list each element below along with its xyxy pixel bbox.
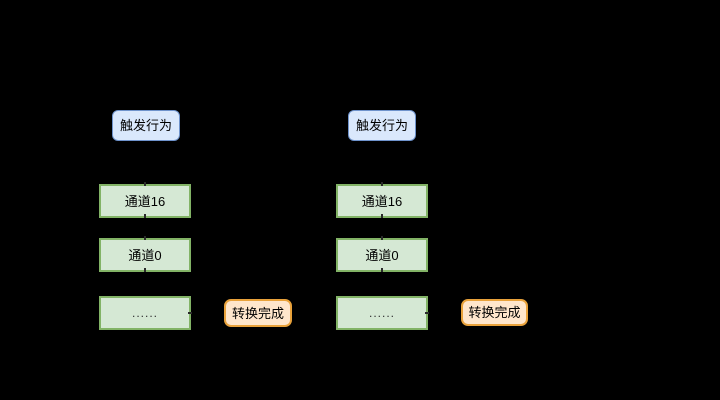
connector-tick: [381, 268, 383, 272]
channel-0-box: 通道0: [99, 238, 191, 272]
connector-tick: [381, 182, 383, 186]
trigger-box: 触发行为: [112, 110, 180, 141]
connector-tick: [188, 312, 192, 314]
channel-0-box: 通道0: [336, 238, 428, 272]
channel-0-label: 通道0: [128, 247, 162, 263]
conversion-done-label: 转换完成: [231, 305, 284, 321]
connector-tick: [144, 182, 146, 186]
channel-16-label: 通道16: [361, 193, 403, 209]
conversion-done-box: 转换完成: [224, 299, 292, 327]
trigger-label: 触发行为: [355, 118, 408, 133]
channel-more-box: ......: [336, 296, 428, 330]
conversion-done-box: 转换完成: [461, 299, 528, 326]
connector-tick: [144, 268, 146, 272]
channel-16-label: 通道16: [124, 193, 166, 209]
channel-0-label: 通道0: [365, 247, 399, 263]
trigger-label: 触发行为: [119, 118, 172, 133]
trigger-box: 触发行为: [348, 110, 416, 141]
channel-16-box: 通道16: [99, 184, 191, 218]
channel-more-box: ......: [99, 296, 191, 330]
channel-16-box: 通道16: [336, 184, 428, 218]
channel-more-label: ......: [131, 306, 158, 320]
connector-tick: [144, 214, 146, 218]
channel-more-label: ......: [368, 306, 395, 320]
connector-tick: [381, 236, 383, 240]
connector-tick: [425, 312, 429, 314]
connector-tick: [381, 214, 383, 218]
connector-tick: [144, 236, 146, 240]
conversion-done-label: 转换完成: [468, 305, 521, 320]
